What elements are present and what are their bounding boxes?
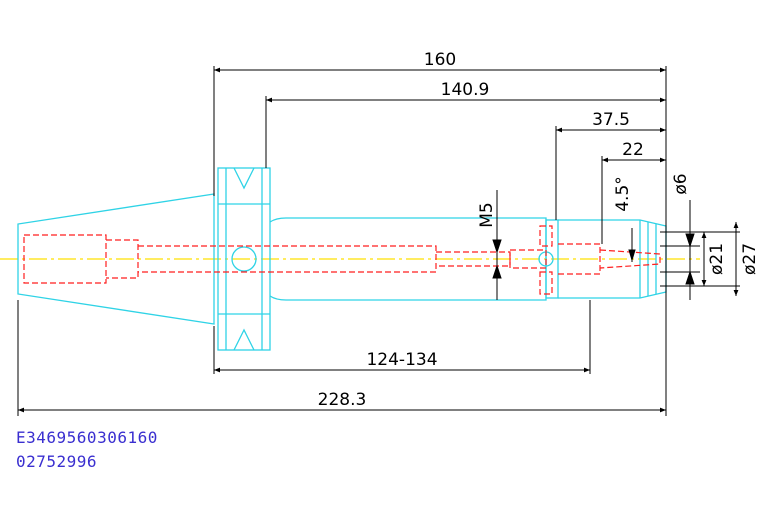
article-number: E3469560306160: [16, 428, 158, 447]
dim-22: 22: [622, 140, 644, 160]
dim-160: 160: [424, 50, 456, 70]
dim-d27: ø27: [740, 243, 760, 275]
dim-d21: ø21: [707, 243, 727, 275]
internal-bore-hidden-lines: [23, 225, 661, 295]
dim-124-134: 124-134: [366, 350, 437, 370]
order-number: 02752996: [16, 452, 98, 471]
dim-angle: 4.5°: [613, 176, 633, 212]
dim-228-3: 228.3: [318, 390, 367, 410]
dimension-lines: [17, 66, 740, 416]
dim-m5: M5: [477, 202, 497, 227]
dim-d6: ø6: [671, 173, 691, 194]
dim-140-9: 140.9: [441, 80, 490, 100]
dim-37-5: 37.5: [592, 110, 630, 130]
